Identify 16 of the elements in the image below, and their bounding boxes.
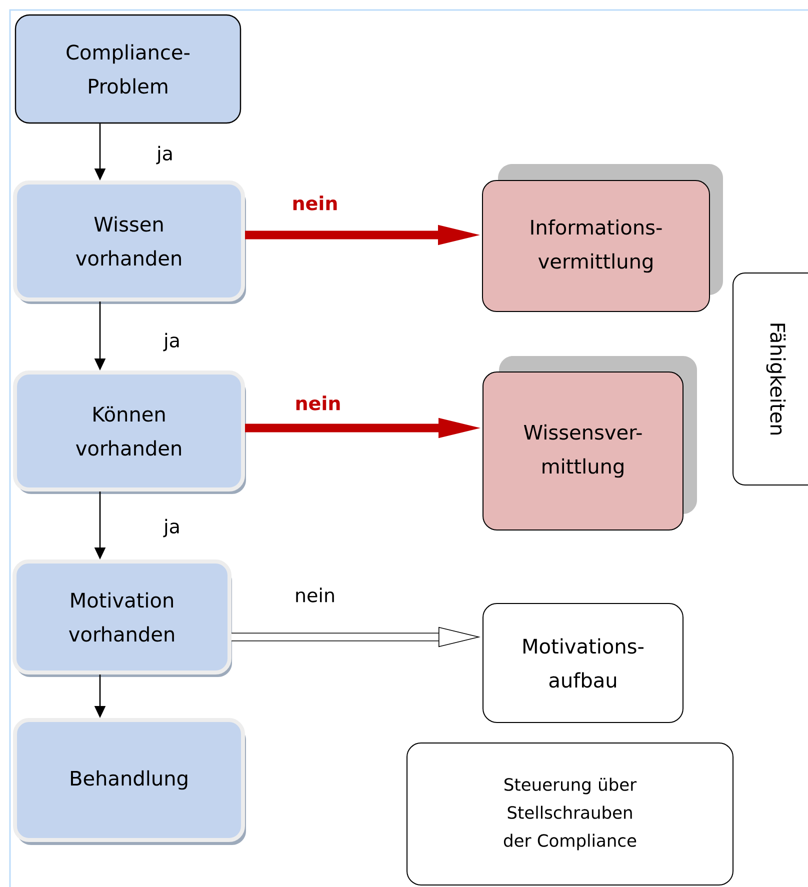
measure-box: Motivations- aufbau — [482, 603, 684, 723]
decision-box: Behandlung — [13, 718, 246, 845]
edge-label: ja — [162, 332, 182, 352]
edge-label: nein — [290, 194, 340, 212]
measure-box: Informations- vermittlung — [482, 164, 723, 312]
decision-box: Wissen vorhanden — [13, 180, 246, 304]
note-box: Steuerung über Stellschrauben der Compliance — [406, 742, 734, 886]
edge-label: nein — [293, 586, 337, 604]
category-box: Fähigkeiten — [732, 272, 808, 486]
measure-box: Wissensver- mittlung — [482, 356, 697, 530]
edge-label: nein — [294, 394, 342, 412]
decision-box: Motivation vorhanden — [12, 560, 232, 677]
decision-box: Compliance- Problem — [14, 14, 242, 124]
edge-label: ja — [162, 518, 182, 538]
decision-box: Können vorhanden — [13, 370, 246, 494]
edge-label: ja — [156, 144, 174, 166]
